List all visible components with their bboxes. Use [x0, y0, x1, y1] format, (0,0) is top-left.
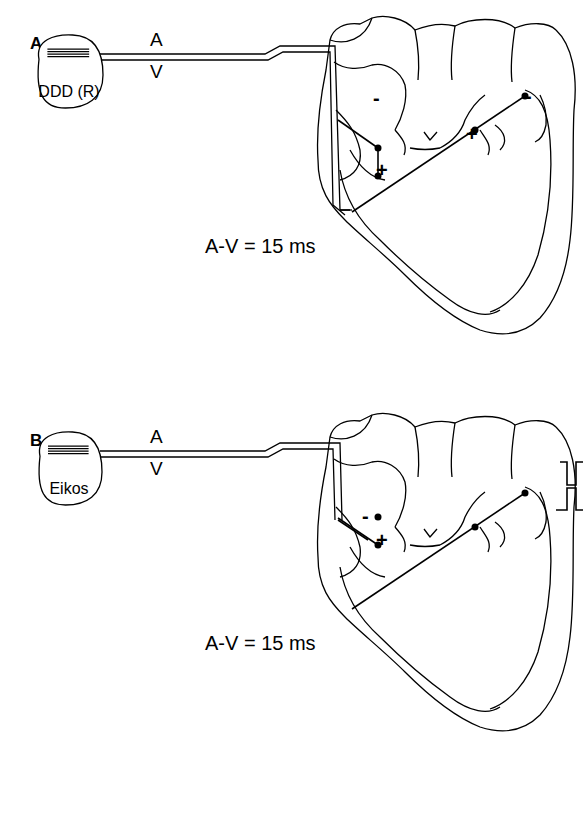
electrode-polarity: + [376, 530, 388, 550]
electrode-polarity: + [376, 160, 388, 180]
lead-channel: A [150, 30, 163, 49]
av-delay: A-V = 15 ms [205, 236, 316, 256]
pacemaker-device: DDD (R) [33, 32, 105, 110]
lead-channel: V [150, 62, 163, 81]
device-label: Eikos [49, 481, 88, 497]
device-label: DDD (R) [38, 84, 99, 100]
pacing-lead [100, 46, 525, 215]
electrode-polarity: + [466, 124, 478, 144]
pacing-lead [100, 443, 525, 609]
av-delay: A-V = 15 ms [205, 633, 316, 653]
electrode-polarity: - [373, 88, 380, 108]
pacemaker-device: Eikos [34, 429, 104, 507]
electrode-polarity: - [525, 86, 532, 106]
electrode-polarity: - [362, 506, 369, 526]
lead-channel: A [150, 427, 163, 446]
pulse-waveform [556, 488, 583, 510]
lead-channel: V [150, 459, 163, 478]
pulse-waveform [560, 462, 583, 485]
